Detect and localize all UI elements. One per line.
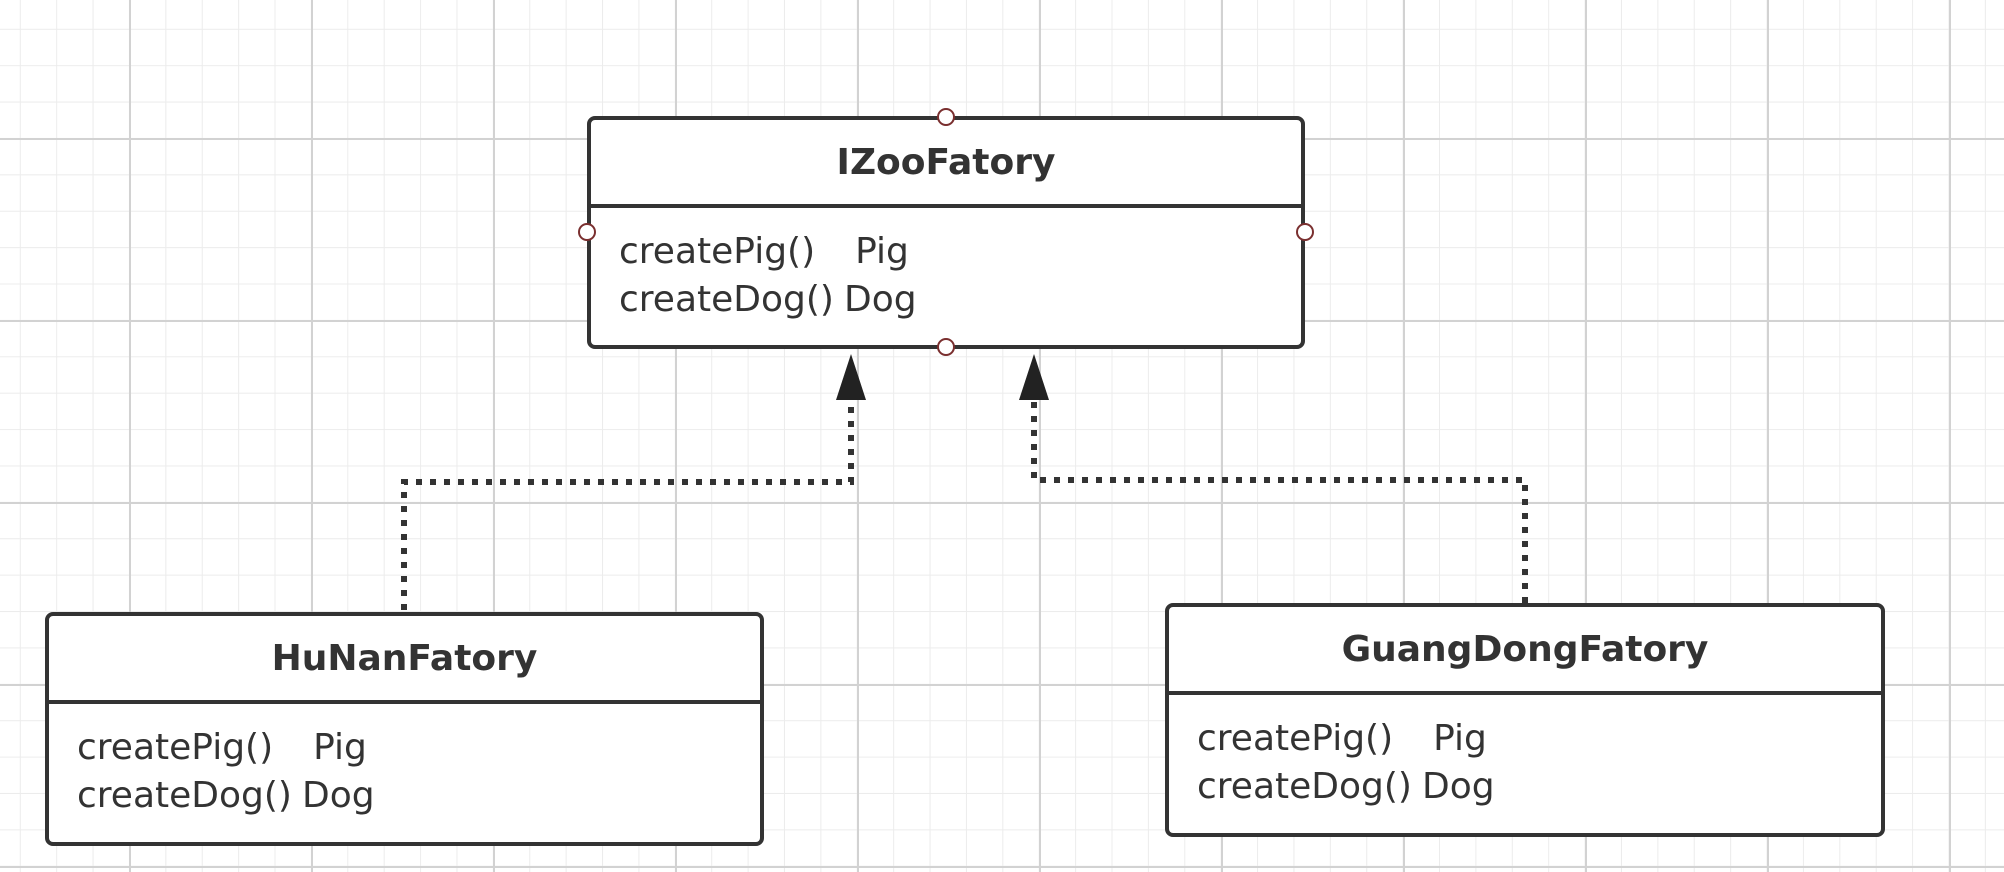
method-return-type: Pig [313, 727, 367, 768]
class-izoofatory-methods: createPig() Pig createDog()Dog [591, 208, 1301, 324]
guangdong-realization-line[interactable] [1031, 400, 1528, 603]
connection-port-top[interactable] [937, 108, 955, 126]
class-guangdongfatory-methods: createPig() Pig createDog()Dog [1169, 695, 1881, 811]
method-name: createPig() [1197, 718, 1394, 759]
hunan-realization-arrowhead [836, 354, 866, 400]
class-hunanfatory-methods: createPig() Pig createDog()Dog [49, 704, 760, 820]
class-hunanfatory-name: HuNanFatory [49, 616, 760, 704]
method-return-type: Pig [1433, 718, 1487, 759]
method-row: createPig() Pig [619, 228, 1301, 276]
method-name: createDog() [77, 775, 292, 816]
connection-port-left[interactable] [578, 223, 596, 241]
class-izoofatory[interactable]: IZooFatory createPig() Pig createDog()Dog [587, 116, 1305, 349]
method-return-type: Pig [855, 231, 909, 272]
class-hunanfatory[interactable]: HuNanFatory createPig() Pig createDog()Do… [45, 612, 764, 846]
class-izoofatory-name: IZooFatory [591, 120, 1301, 208]
method-name: createPig() [77, 727, 274, 768]
class-guangdongfatory-name: GuangDongFatory [1169, 607, 1881, 695]
method-name: createDog() [1197, 766, 1412, 807]
connection-port-right[interactable] [1296, 223, 1314, 241]
method-name: createDog() [619, 279, 834, 320]
method-return-type: Dog [301, 775, 375, 816]
method-row: createDog()Dog [1197, 763, 1881, 811]
guangdong-realization-arrowhead [1019, 354, 1049, 400]
class-guangdongfatory[interactable]: GuangDongFatory createPig() Pig createDog… [1165, 603, 1885, 837]
method-row: createDog()Dog [77, 772, 760, 820]
method-return-type: Dog [843, 279, 917, 320]
method-name: createPig() [619, 231, 816, 272]
connection-port-bottom[interactable] [937, 338, 955, 356]
method-row: createPig() Pig [1197, 715, 1881, 763]
method-return-type: Dog [1421, 766, 1495, 807]
method-row: createDog()Dog [619, 276, 1301, 324]
method-row: createPig() Pig [77, 724, 760, 772]
hunan-realization-line[interactable] [401, 400, 854, 610]
